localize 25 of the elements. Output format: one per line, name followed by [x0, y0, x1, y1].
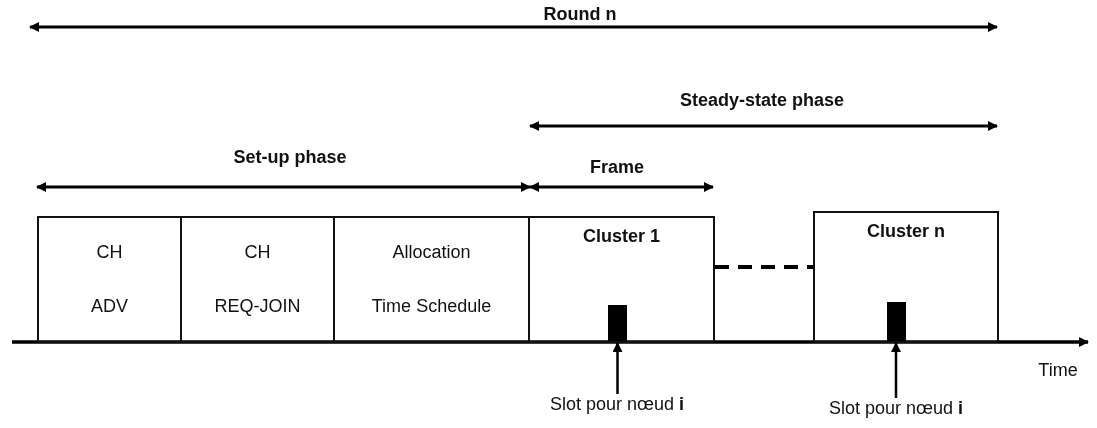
arrow [612, 342, 623, 394]
caption-text: Slot pour nœud i [549, 394, 685, 414]
box-text: Cluster n [867, 221, 945, 242]
dimension-label: Set-up phase [233, 147, 347, 168]
phase-box [37, 216, 182, 343]
phase-box [180, 216, 335, 343]
box-text: Allocation [392, 242, 471, 264]
phase-box [813, 211, 999, 343]
dimension-label: Steady-state phase [679, 90, 845, 111]
arrow [891, 342, 901, 398]
dimension-label: Round n [543, 4, 617, 25]
phase-box [333, 216, 530, 343]
box-text: Time Schedule [371, 295, 492, 317]
box-text: CH [96, 242, 123, 264]
box-text: ADV [91, 295, 128, 317]
box-text: REQ-JOIN [214, 295, 301, 317]
dimension-label: Frame [590, 157, 644, 178]
slot-bar [886, 302, 906, 341]
phase-box [528, 216, 715, 343]
caption-text: Slot pour nœud i [828, 398, 964, 418]
box-text: CH [244, 242, 271, 264]
dashed-connector [715, 265, 813, 269]
slot-bar [608, 305, 627, 341]
box-text: Cluster 1 [583, 226, 660, 247]
axis-label: Time [1038, 360, 1078, 381]
